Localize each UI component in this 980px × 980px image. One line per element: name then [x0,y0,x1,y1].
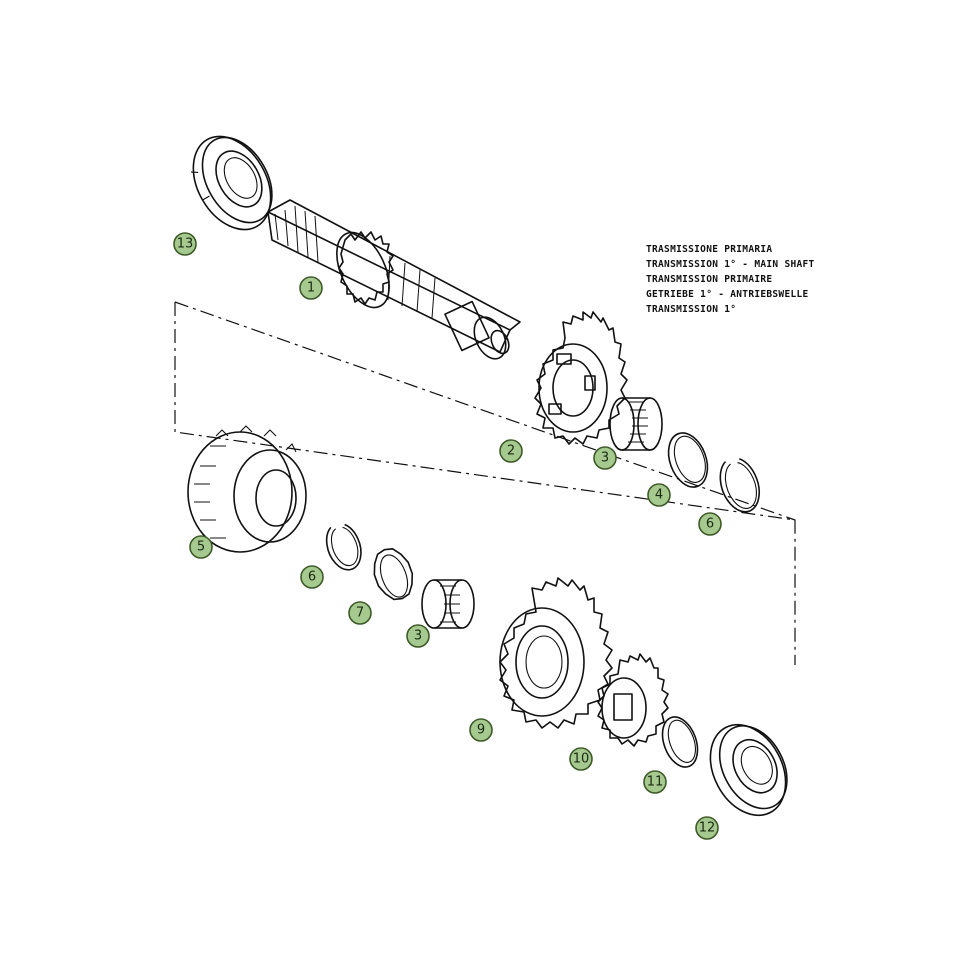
svg-text:13: 13 [177,237,194,252]
gear-9 [499,577,613,729]
svg-text:12: 12 [699,821,716,836]
title-block: TRASMISSIONE PRIMARIA TRANSMISSION 1° - … [646,242,846,317]
svg-text:1: 1 [307,281,315,296]
assembly-dashed-line [174,301,796,665]
ball-bearing-12 [709,723,788,817]
svg-text:7: 7 [356,606,364,621]
callout-5: 5 [189,535,213,559]
svg-text:10: 10 [573,752,590,767]
svg-text:4: 4 [655,488,663,503]
title-line-de: GETRIEBE 1° - ANTRIEBSWELLE [646,289,809,300]
sliding-gear-5 [187,425,307,553]
callout-13: 13 [173,232,197,256]
svg-text:3: 3 [414,629,422,644]
callout-2: 2 [499,439,523,463]
svg-text:5: 5 [197,540,205,555]
title-line-it: TRASMISSIONE PRIMARIA [646,244,773,255]
svg-text:6: 6 [706,517,714,532]
callout-4: 4 [647,483,671,507]
callout-7: 7 [348,601,372,625]
gear-2 [534,311,628,445]
svg-text:9: 9 [477,723,485,738]
needle-bearing-3b [421,579,475,629]
callout-3a: 3 [593,446,617,470]
callout-3b: 3 [406,624,430,648]
thrust-washer-4 [667,432,709,488]
callout-6b: 6 [300,565,324,589]
needle-bearing-3a [609,397,663,451]
callout-1: 1 [299,276,323,300]
title-line-en: TRANSMISSION 1° - MAIN SHAFT [646,259,815,270]
svg-text:2: 2 [507,444,515,459]
gear-10 [597,653,669,747]
callout-12: 12 [695,816,719,840]
thrust-washer-11 [661,716,699,768]
circlip-6a [719,457,760,513]
callout-9: 9 [469,718,493,742]
callout-6a: 6 [698,512,722,536]
splined-washer-7 [373,548,414,601]
circlip-6b [325,523,362,571]
title-line-fr: TRANSMISSION PRIMAIRE [646,274,773,285]
callout-11: 11 [643,770,667,794]
svg-text:6: 6 [308,570,316,585]
ball-bearing-13 [190,135,273,231]
svg-text:11: 11 [647,775,664,790]
main-shaft-1 [267,199,521,360]
callout-10: 10 [569,747,593,771]
svg-text:3: 3 [601,451,609,466]
title-line-es: TRANSMISSION 1° [646,304,737,315]
